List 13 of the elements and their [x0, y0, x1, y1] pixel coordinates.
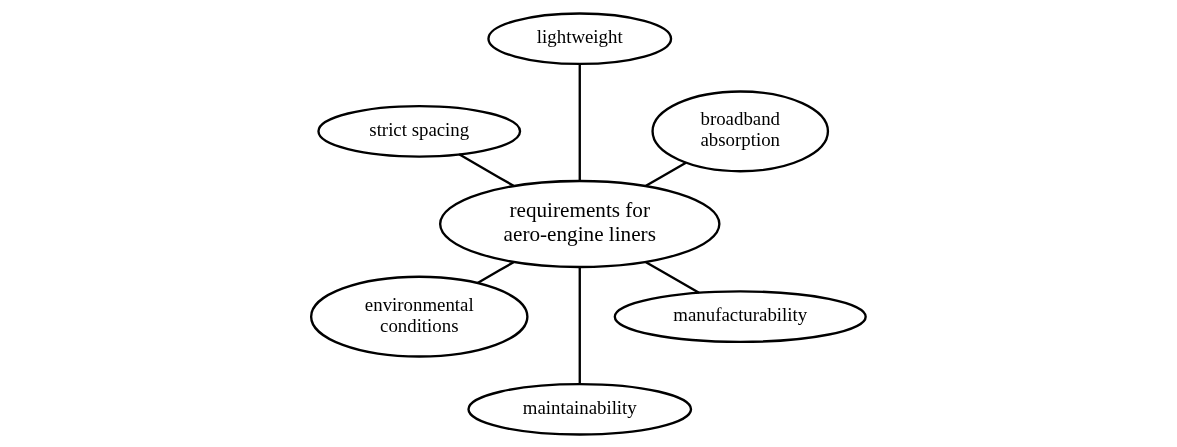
- node-ellipse: requirements for aero-engine liners: [439, 179, 721, 268]
- node-ellipse: maintainability: [467, 382, 693, 436]
- connector: [645, 260, 700, 294]
- connector: [578, 266, 581, 384]
- connector: [578, 63, 581, 181]
- node-ellipse: broadband absorption: [651, 89, 830, 172]
- node-ellipse: strict spacing: [317, 104, 522, 158]
- connector: [477, 260, 515, 284]
- node-ellipse: lightweight: [487, 11, 673, 65]
- connector: [458, 152, 515, 187]
- connector: [645, 161, 687, 187]
- node-ellipse: manufacturability: [613, 289, 867, 343]
- node-ellipse: environmental conditions: [309, 275, 529, 358]
